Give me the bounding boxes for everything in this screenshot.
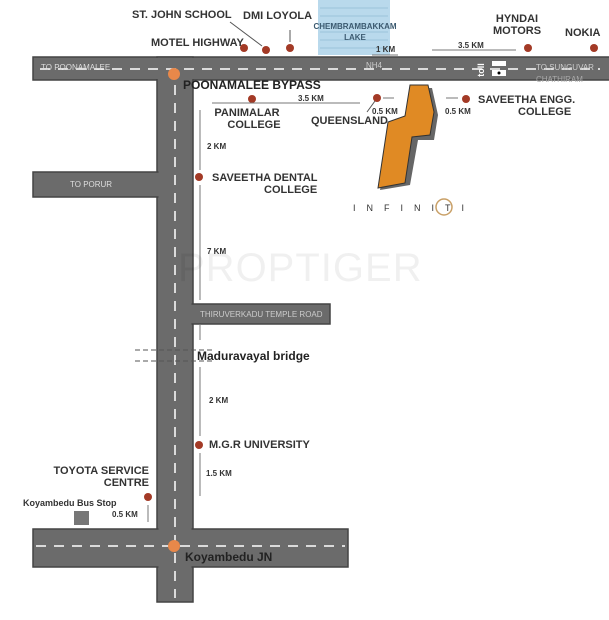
road-label-to-poonamalee: TO POONAMALEE bbox=[41, 63, 111, 72]
toyota-line2: CENTRE bbox=[103, 477, 149, 489]
label-koyambedu-jn: Koyambedu JN bbox=[185, 550, 273, 564]
label-dmi-loyola: DMI LOYOLA bbox=[243, 10, 313, 22]
saveetha-engg-line2: COLLEGE bbox=[518, 106, 572, 118]
hyndai-line1: HYNDAI bbox=[495, 13, 539, 25]
watermark: PROPTIGER bbox=[178, 246, 423, 290]
road-label-thiruverkadu: THIRUVERKADU TEMPLE ROAD bbox=[200, 310, 323, 319]
project-name: INFINITI bbox=[353, 203, 475, 213]
saveetha-dental-line2: COLLEGE bbox=[264, 184, 318, 196]
label-queensland: QUEENSLAND bbox=[311, 115, 389, 127]
label-poonamalee-bypass: POONAMALEE BYPASS bbox=[183, 78, 321, 92]
road-label-to-sunguvar: TO SUNGUVAR bbox=[536, 63, 594, 72]
chembrambakkam-lake bbox=[318, 0, 390, 55]
label-motel-highway: MOTEL HIGHWAY bbox=[151, 37, 244, 49]
label-st-john: ST. JOHN SCHOOL bbox=[132, 9, 232, 21]
label-nokia: NOKIA bbox=[565, 27, 601, 39]
dist-0-5km-toyota: 0.5 KM bbox=[112, 510, 138, 519]
toyota-line1: TOYOTA SERVICE bbox=[53, 465, 149, 477]
saveetha-dental-line1: SAVEETHA DENTAL bbox=[212, 172, 318, 184]
lake-name-line1: CHEMBRAMBAKKAM bbox=[313, 22, 397, 31]
junction-koyambedu bbox=[168, 540, 180, 552]
label-maduravayal-bridge: Maduravayal bridge bbox=[197, 349, 310, 363]
label-mgr-university: M.G.R UNIVERSITY bbox=[209, 439, 310, 451]
dist-0-5km-saveetha: 0.5 KM bbox=[445, 107, 471, 116]
lake-name-line2: LAKE bbox=[344, 33, 366, 42]
road-label-to-porur: TO PORUR bbox=[70, 180, 113, 189]
panimalar-line2: COLLEGE bbox=[227, 119, 281, 131]
saveetha-engg-line1: SAVEETHA ENGG. bbox=[478, 94, 576, 106]
dist-1km: 1 KM bbox=[376, 45, 396, 54]
dist-2km-dental: 2 KM bbox=[207, 142, 227, 151]
hyndai-line2: MOTORS bbox=[492, 25, 542, 37]
panimalar-line1: PANIMALAR bbox=[214, 107, 280, 119]
label-bus-stop: Koyambedu Bus Stop bbox=[23, 498, 117, 508]
dist-7km: 7 KM bbox=[207, 247, 227, 256]
dist-0-5km-queensland: 0.5 KM bbox=[372, 107, 398, 116]
bus-stop-icon bbox=[74, 511, 89, 525]
label-lake: CHEMBRAMBAKKAM LAKE bbox=[310, 21, 400, 43]
dist-2km-mgr: 2 KM bbox=[209, 396, 229, 405]
junction-poonamalee bbox=[168, 68, 180, 80]
dist-1-5km: 1.5 KM bbox=[206, 469, 232, 478]
road-label-chathiram: CHATHIRAM bbox=[536, 75, 583, 84]
dist-3-5km-top: 3.5 KM bbox=[458, 41, 484, 50]
label-saveetha-engg: SAVEETHA ENGG.COLLEGE bbox=[478, 94, 575, 118]
toll-label: toll bbox=[475, 63, 486, 77]
dist-3-5km-panimalar: 3.5 KM bbox=[298, 94, 324, 103]
road-label-nh4: NH4 bbox=[366, 61, 383, 70]
landmark-markers bbox=[144, 44, 598, 501]
